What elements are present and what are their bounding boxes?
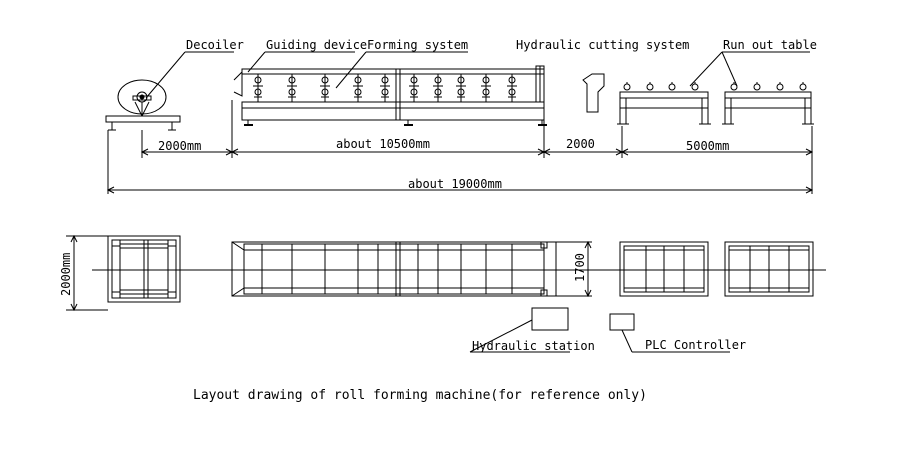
run-out-table-1 (617, 82, 711, 125)
forming-machine-plan (231, 241, 557, 297)
decoiler-elevation (105, 79, 181, 131)
dim-decoiler-gap: 2000mm (158, 139, 201, 153)
roller-station (507, 74, 517, 102)
hydraulic-cutting-label: Hydraulic cutting system (516, 38, 689, 52)
roller-station (353, 74, 363, 102)
dim-total-length: about 19000mm (408, 177, 502, 191)
roller-station (481, 74, 491, 102)
forming-system-label: Forming system (367, 38, 468, 52)
run-out-table-plan-1 (619, 241, 709, 297)
drawing-caption: Layout drawing of roll forming machine(f… (193, 388, 647, 403)
run-out-table-2 (722, 82, 814, 125)
hydraulic-station-box (469, 307, 570, 353)
dim-cutter-gap: 2000 (566, 137, 595, 151)
forming-machine-elevation (233, 68, 547, 126)
plan-dimensions (66, 234, 592, 312)
label-leaders (145, 51, 810, 99)
run-out-table-label: Run out table (723, 38, 817, 52)
decoiler-plan (107, 235, 181, 303)
text-layer: Decoiler Guiding device Forming system H… (59, 38, 817, 403)
roller-station (456, 74, 466, 102)
guiding-device-label: Guiding device (266, 38, 367, 52)
roller-station (287, 74, 297, 102)
decoiler-label: Decoiler (186, 38, 244, 52)
dim-plan-width: 2000mm (59, 253, 73, 296)
cut-sheet-elevation (582, 73, 605, 113)
roller-station (320, 74, 330, 102)
dim-machine-width: 1700 (573, 253, 587, 282)
roller-station (253, 74, 263, 102)
dim-machine-length: about 10500mm (336, 137, 430, 151)
dim-run-out-length: 5000mm (686, 139, 729, 153)
roller-station (380, 74, 390, 102)
roller-station (409, 74, 419, 102)
roller-station (433, 74, 443, 102)
hydraulic-cutter-elevation (535, 65, 545, 103)
hydraulic-station-label: Hydraulic station (472, 339, 595, 353)
dimension-lines (106, 100, 814, 194)
plc-controller-label: PLC Controller (645, 338, 746, 352)
run-out-table-plan-2 (724, 241, 814, 297)
plc-controller-box (609, 313, 730, 353)
